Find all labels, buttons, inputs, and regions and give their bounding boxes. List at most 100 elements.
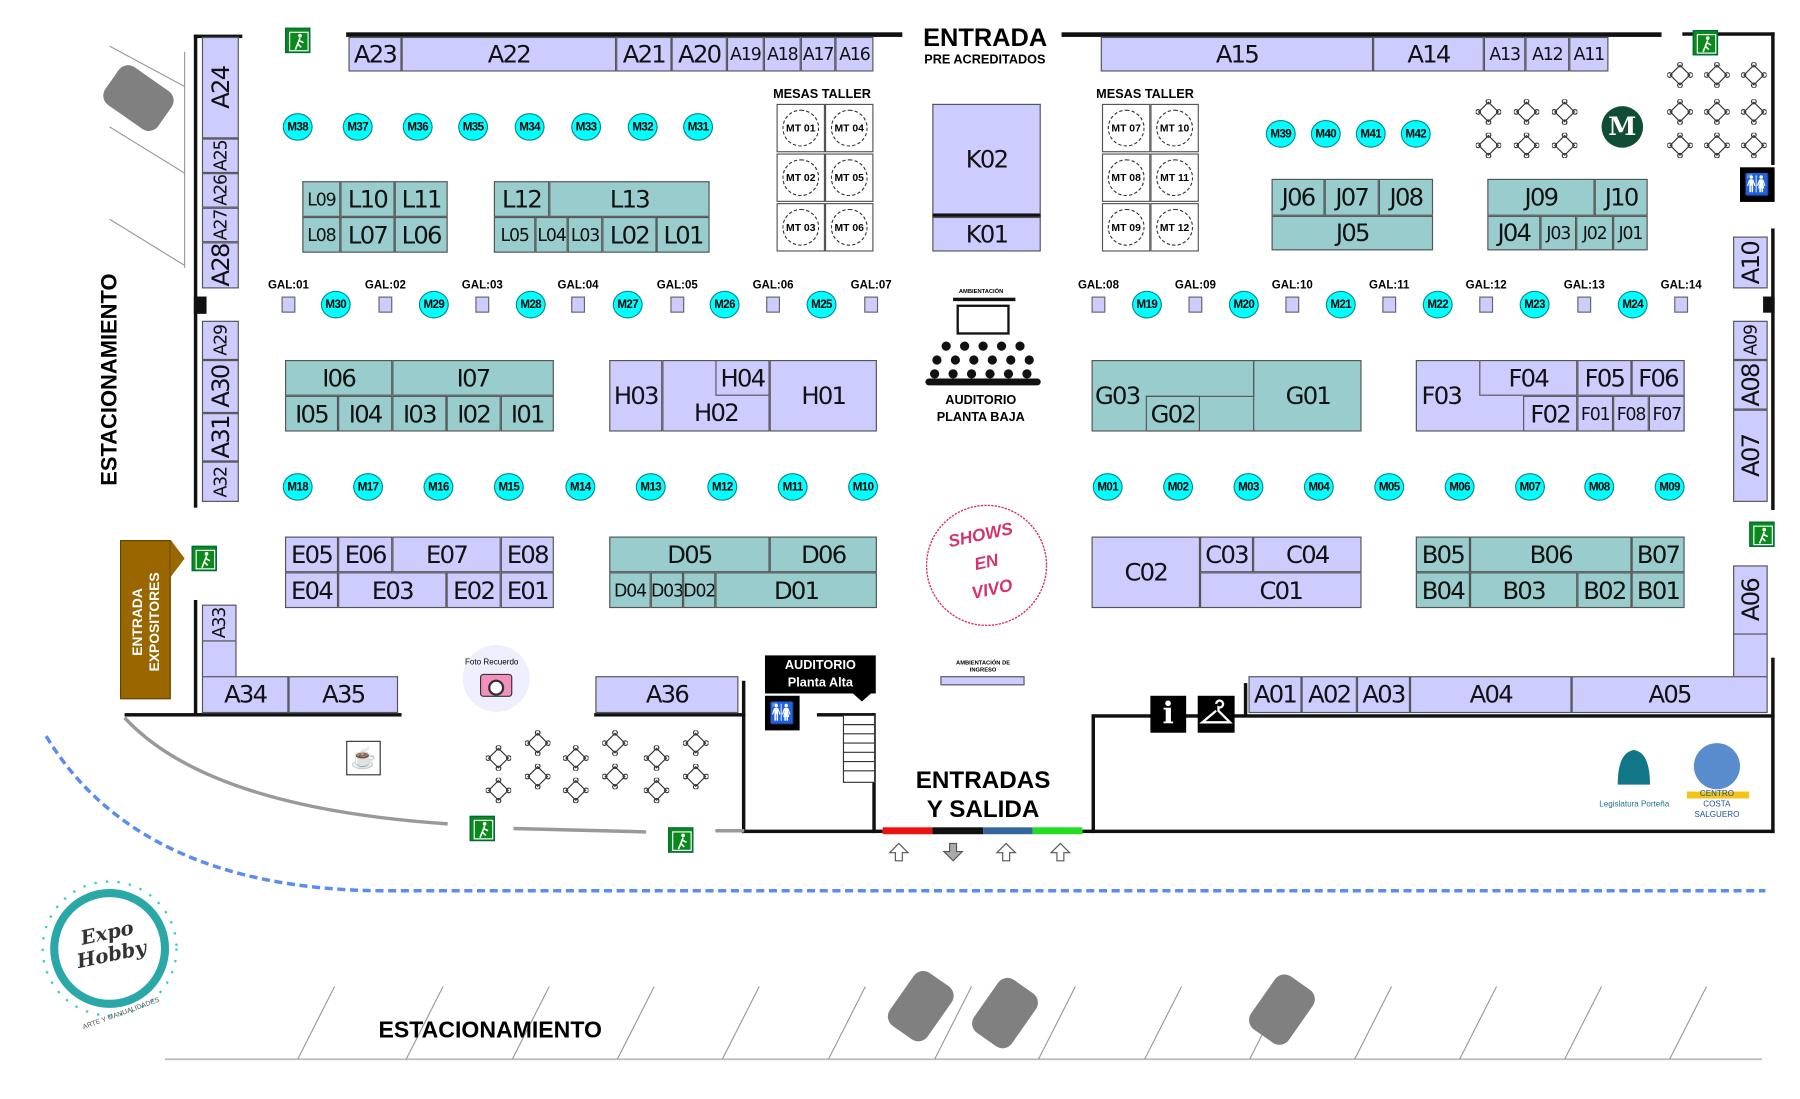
booth-a19[interactable]: A19 — [726, 36, 764, 72]
galeria-gal14[interactable] — [1674, 296, 1689, 313]
booth-c02[interactable]: C02 — [1091, 536, 1201, 609]
booth-a17[interactable]: A17 — [800, 36, 836, 72]
booth-b03[interactable]: B03 — [1470, 572, 1578, 609]
mesa-m34[interactable]: M34 — [514, 113, 545, 141]
mesa-m30[interactable]: M30 — [320, 290, 351, 319]
booth-j04[interactable]: J04 — [1487, 215, 1541, 251]
booth-l02[interactable]: L02 — [602, 216, 657, 253]
mesa-taller-mt08[interactable]: MT 08 — [1101, 153, 1151, 202]
booth-j07[interactable]: J07 — [1324, 178, 1379, 216]
mesa-taller-mt06[interactable]: MT 06 — [825, 203, 874, 252]
galeria-gal07[interactable] — [864, 296, 879, 313]
mesa-taller-mt07[interactable]: MT 07 — [1101, 103, 1151, 153]
booth-f01[interactable]: F01 — [1577, 395, 1614, 432]
booth-j10[interactable]: J10 — [1594, 178, 1648, 216]
booth-a18[interactable]: A18 — [763, 36, 801, 72]
mesa-m37[interactable]: M37 — [342, 113, 373, 141]
mesa-m06[interactable]: M06 — [1444, 473, 1475, 501]
booth-a33[interactable]: A33 — [201, 604, 237, 642]
booth-e01[interactable]: E01 — [500, 572, 554, 609]
booth-b01[interactable]: B01 — [1631, 572, 1685, 609]
mesa-m36[interactable]: M36 — [402, 113, 433, 141]
mesa-m35[interactable]: M35 — [458, 113, 489, 141]
booth-j05[interactable]: J05 — [1271, 215, 1434, 251]
booth-a10[interactable]: A10 — [1733, 236, 1768, 289]
booth-e04[interactable]: E04 — [285, 572, 339, 609]
booth-b05[interactable]: B05 — [1415, 536, 1471, 573]
booth-i01[interactable]: I01 — [500, 395, 554, 432]
mesa-m42[interactable]: M42 — [1400, 120, 1431, 148]
mesa-m01[interactable]: M01 — [1092, 473, 1123, 501]
galeria-gal04[interactable] — [571, 296, 586, 313]
mesa-m03[interactable]: M03 — [1233, 473, 1264, 501]
booth-l06[interactable]: L06 — [394, 216, 448, 253]
booth-e02[interactable]: E02 — [446, 572, 501, 609]
booth-i04[interactable]: I04 — [338, 395, 393, 432]
mesa-m27[interactable]: M27 — [612, 290, 643, 319]
booth-d02[interactable]: D02 — [683, 572, 716, 609]
booth-d03[interactable]: D03 — [650, 572, 684, 609]
entrada-expositores-sign[interactable] — [120, 540, 171, 700]
booth-a04[interactable]: A04 — [1410, 676, 1572, 714]
booth-b07[interactable]: B07 — [1631, 536, 1685, 573]
mesa-m32[interactable]: M32 — [627, 113, 658, 141]
mesa-m07[interactable]: M07 — [1515, 473, 1546, 501]
booth-i06[interactable]: I06 — [285, 360, 393, 396]
booth-j01[interactable]: J01 — [1613, 215, 1648, 251]
mesa-m15[interactable]: M15 — [493, 473, 524, 501]
booth-e07[interactable]: E07 — [392, 536, 501, 573]
mesa-taller-mt04[interactable]: MT 04 — [825, 103, 874, 153]
booth-j09[interactable]: J09 — [1487, 178, 1595, 216]
booth-a32[interactable]: A32 — [201, 461, 239, 502]
booth-a34[interactable]: A34 — [201, 676, 289, 714]
booth-b06[interactable]: B06 — [1470, 536, 1632, 573]
mesa-taller-mt05[interactable]: MT 05 — [825, 153, 874, 202]
galeria-gal06[interactable] — [766, 296, 781, 313]
mesa-m12[interactable]: M12 — [707, 473, 738, 501]
mesa-m02[interactable]: M02 — [1163, 473, 1194, 501]
galeria-gal02[interactable] — [378, 296, 393, 313]
booth-j08[interactable]: J08 — [1378, 178, 1434, 216]
booth-e03[interactable]: E03 — [338, 572, 447, 609]
booth-j06[interactable]: J06 — [1271, 178, 1325, 216]
booth-a28[interactable]: A28 — [201, 242, 239, 289]
mesa-m24[interactable]: M24 — [1617, 290, 1648, 319]
booth-d04[interactable]: D04 — [609, 572, 651, 609]
galeria-gal09[interactable] — [1188, 296, 1203, 313]
booth-h01[interactable]: H01 — [769, 360, 877, 432]
galeria-gal01[interactable] — [281, 296, 296, 313]
booth-i05[interactable]: I05 — [285, 395, 339, 432]
booth-a11[interactable]: A11 — [1569, 36, 1609, 72]
mesa-m18[interactable]: M18 — [282, 473, 313, 501]
mesa-m41[interactable]: M41 — [1355, 120, 1386, 148]
booth-a12[interactable]: A12 — [1525, 36, 1570, 72]
mesa-m23[interactable]: M23 — [1519, 290, 1550, 319]
galeria-gal05[interactable] — [670, 296, 685, 313]
booth-i07[interactable]: I07 — [392, 360, 554, 396]
galeria-gal10[interactable] — [1285, 296, 1300, 313]
mesa-m38[interactable]: M38 — [282, 113, 313, 141]
mesa-taller-mt03[interactable]: MT 03 — [776, 203, 826, 252]
booth-e06[interactable]: E06 — [338, 536, 393, 573]
booth-j03[interactable]: J03 — [1540, 215, 1577, 251]
mesa-m26[interactable]: M26 — [709, 290, 740, 319]
booth-l10[interactable]: L10 — [340, 181, 395, 217]
mesa-m25[interactable]: M25 — [806, 290, 837, 319]
mesa-taller-mt09[interactable]: MT 09 — [1101, 203, 1151, 252]
mesa-m11[interactable]: M11 — [777, 473, 808, 501]
booth-c03[interactable]: C03 — [1200, 536, 1254, 573]
mesa-m33[interactable]: M33 — [571, 113, 602, 141]
booth-a25[interactable]: A25 — [201, 138, 239, 174]
booth-a36[interactable]: A36 — [595, 676, 739, 714]
booth-a16[interactable]: A16 — [835, 36, 874, 72]
booth-l09[interactable]: L09 — [302, 181, 341, 217]
booth-a23[interactable]: A23 — [348, 36, 402, 72]
booth-e05[interactable]: E05 — [285, 536, 339, 573]
mesa-m28[interactable]: M28 — [515, 290, 546, 319]
mesa-m16[interactable]: M16 — [423, 473, 454, 501]
booth-a31[interactable]: A31 — [201, 413, 239, 462]
booth-l05[interactable]: L05 — [493, 216, 536, 253]
galeria-gal11[interactable] — [1382, 296, 1397, 313]
booth-h03[interactable]: H03 — [609, 360, 663, 432]
booth-k02[interactable]: K02 — [932, 103, 1041, 217]
